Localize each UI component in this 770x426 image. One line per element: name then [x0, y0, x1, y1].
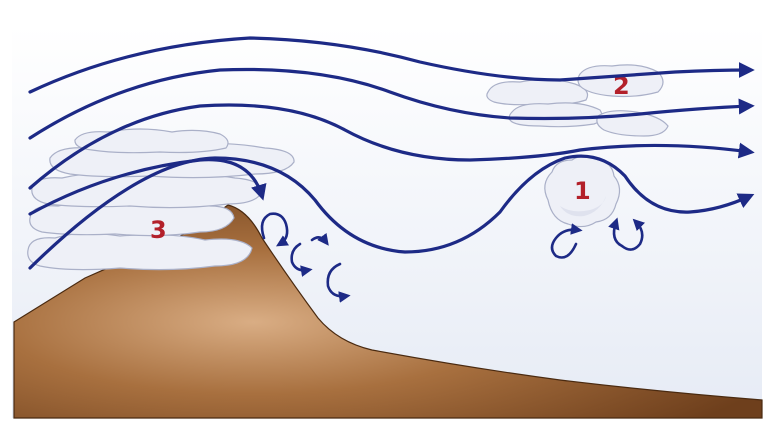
streamline-3 [28, 103, 755, 190]
rotor-eddies [550, 217, 646, 259]
eddy-arrow-icon [326, 262, 351, 303]
streamline-5 [28, 154, 755, 270]
cap-cloud-3: 3 [27, 128, 295, 271]
eddy-arrow-icon [310, 232, 329, 246]
leeward-eddies [260, 212, 351, 303]
streamline-1 [28, 36, 755, 94]
airflow-streamlines [28, 36, 755, 270]
eddy-arrow-icon [620, 218, 646, 251]
cloud-icon [486, 78, 589, 106]
cloud-icon [508, 102, 603, 128]
rotor-cloud-1: 1 [544, 155, 621, 228]
eddy-arrow-icon [608, 217, 624, 248]
cloud-1-label: 1 [574, 177, 591, 205]
cloud-2-label: 2 [613, 72, 630, 100]
eddy-arrow-icon [290, 242, 313, 277]
cloud-3-label: 3 [150, 216, 167, 244]
eddy-arrow-icon [260, 212, 290, 247]
streamline-2 [28, 67, 755, 140]
eddy-arrow-icon [550, 223, 583, 259]
